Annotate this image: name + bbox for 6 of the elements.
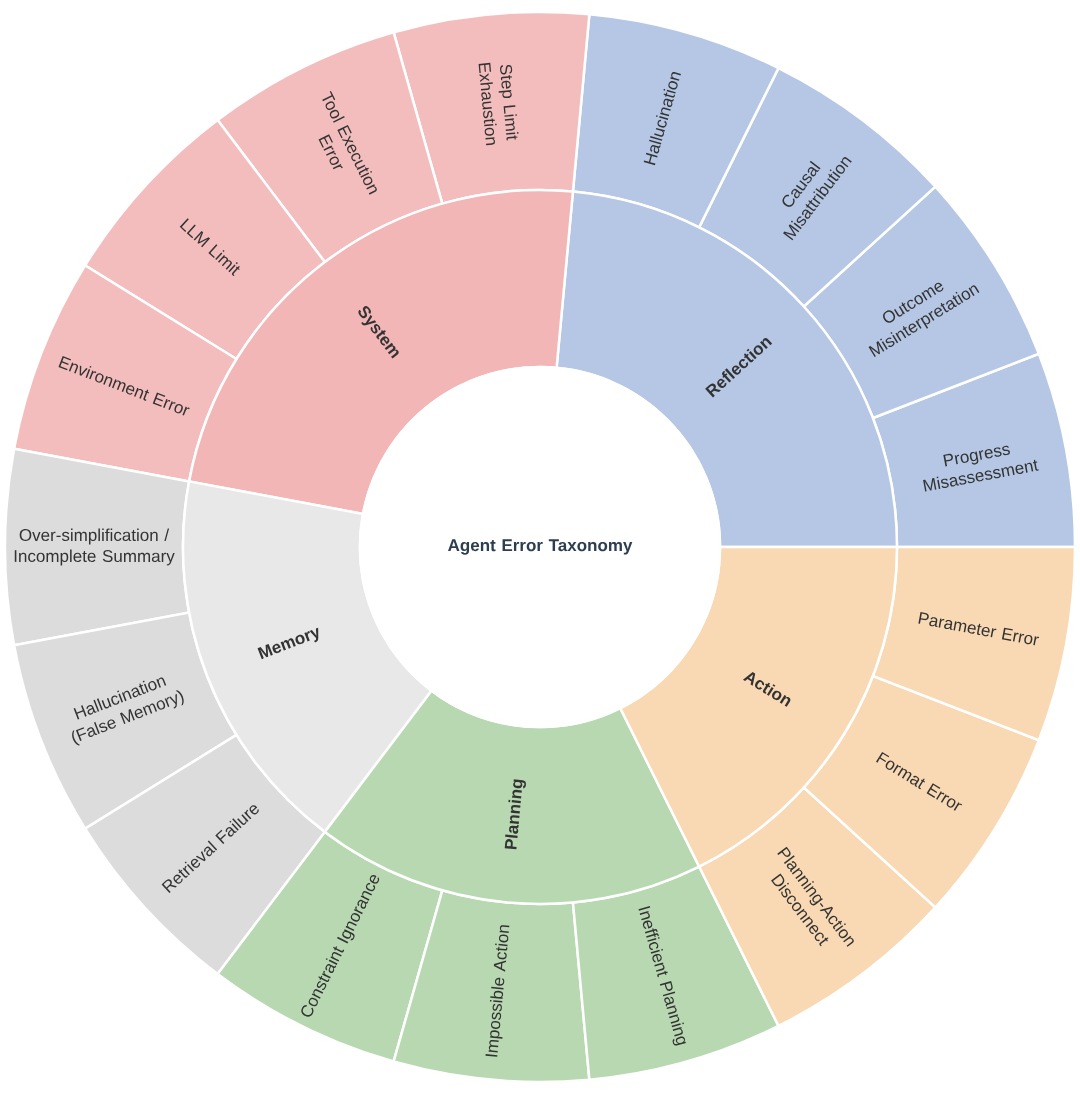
- subcategory-sector: Step Limit Exhaustion: [392, 10, 591, 205]
- subcategory-sector: Parameter Error: [871, 545, 1077, 742]
- subcategory-sector: Over-simplification / Incomplete Summary: [3, 447, 191, 647]
- node-label: Impossible Action: [485, 925, 510, 1057]
- subcategory-sector: Impossible Action: [392, 889, 591, 1084]
- node-label: Parameter Error: [918, 612, 1040, 646]
